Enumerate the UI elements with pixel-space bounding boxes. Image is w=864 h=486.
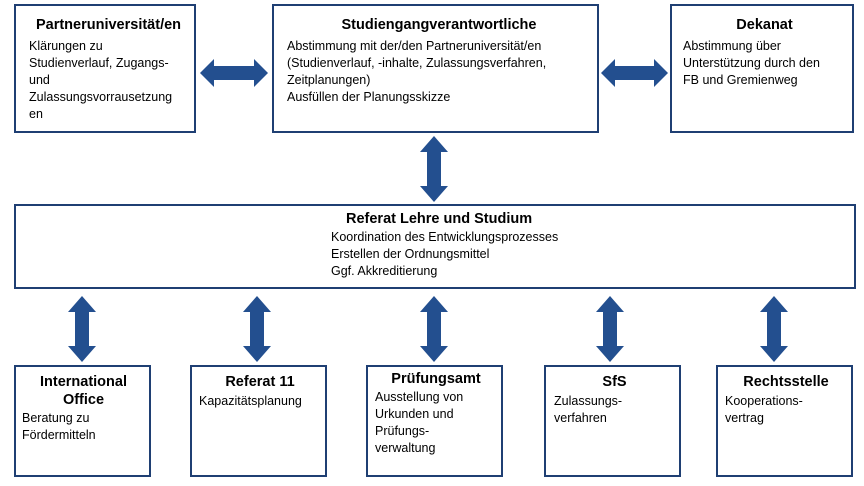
text-line: Studienverlauf, Zugangs- xyxy=(29,56,169,70)
pruefungsamt-title: Prüfungsamt xyxy=(391,371,481,387)
text-line: (Studienverlauf, -inhalte, Zulassungsver… xyxy=(287,56,547,70)
rechtsstelle-box: Rechtsstelle Kooperations- vertrag xyxy=(716,365,853,477)
referat-lehre-studium-title: Referat Lehre und Studium xyxy=(346,211,533,227)
text-line: Prüfungs- xyxy=(375,424,430,438)
partner-university-text: Klärungen zu Studienverlauf, Zugangs- un… xyxy=(29,38,188,123)
text-line: Zulassungsvorrausetzung xyxy=(29,90,173,104)
partner-university-title: Partneruniversität/en xyxy=(35,17,182,33)
arrow-referat-ls-referat11 xyxy=(243,296,271,362)
text-line: Beratung zu xyxy=(22,411,90,425)
text-line: und xyxy=(29,73,50,87)
text-line: Zulassungs- xyxy=(554,394,623,408)
international-office-text: Beratung zu Fördermitteln xyxy=(22,410,145,444)
referat-11-box: Referat 11 Kapazitätsplanung xyxy=(190,365,327,477)
title-line: International xyxy=(39,374,127,390)
international-office-box: International Office Beratung zu Förderm… xyxy=(14,365,151,477)
studiengang-title: Studiengangverantwortliche xyxy=(341,17,537,33)
referat-lehre-studium-box: Referat Lehre und Studium Koordination d… xyxy=(14,204,856,289)
text-line: FB und Gremienweg xyxy=(683,73,798,87)
arrow-partner-studiengang xyxy=(200,59,268,87)
arrow-referat-ls-international xyxy=(68,296,96,362)
text-line: Zeitplanungen) xyxy=(287,73,371,87)
studiengang-box: Studiengangverantwortliche Abstimmung mi… xyxy=(272,4,599,133)
text-line: Kooperations- xyxy=(725,394,803,408)
sfs-title: SfS xyxy=(602,374,627,390)
title-line: Office xyxy=(62,392,105,408)
text-line: Abstimmung über xyxy=(683,39,781,53)
text-line: Abstimmung mit der/den Partneruniversitä… xyxy=(287,39,542,53)
rechtsstelle-title: Rechtsstelle xyxy=(743,374,829,390)
arrow-referat-ls-pruefungsamt xyxy=(420,296,448,362)
text-line: Urkunden und xyxy=(375,407,454,421)
referat-11-title: Referat 11 xyxy=(225,374,295,390)
text-line: Koordination des Entwicklungsprozesses xyxy=(331,230,559,244)
dekanat-box: Dekanat Abstimmung über Unterstützung du… xyxy=(670,4,854,133)
text-line: verwaltung xyxy=(375,441,436,455)
arrow-studiengang-dekanat xyxy=(601,59,668,87)
text-line: vertrag xyxy=(725,411,764,425)
text-line: Erstellen der Ordnungsmittel xyxy=(331,247,490,261)
arrow-studiengang-referat-ls xyxy=(420,136,448,202)
text-line: Kapazitätsplanung xyxy=(199,394,302,408)
studiengang-text: Abstimmung mit der/den Partneruniversitä… xyxy=(287,38,591,106)
pruefungsamt-box: Prüfungsamt Ausstellung von Urkunden und… xyxy=(366,365,503,477)
sfs-box: SfS Zulassungs- verfahren xyxy=(544,365,681,477)
dekanat-text: Abstimmung über Unterstützung durch den … xyxy=(683,38,846,89)
text-line: en xyxy=(29,107,43,121)
text-line: Unterstützung durch den xyxy=(683,56,820,70)
text-line: Klärungen zu xyxy=(29,39,103,53)
sfs-text: Zulassungs- verfahren xyxy=(554,393,675,427)
international-office-title: International Office xyxy=(22,373,145,409)
referat-lehre-studium-text: Koordination des Entwicklungsprozesses E… xyxy=(331,229,848,280)
arrow-referat-ls-rechtsstelle xyxy=(760,296,788,362)
partner-university-box: Partneruniversität/en Klärungen zu Studi… xyxy=(14,4,196,133)
arrow-referat-ls-sfs xyxy=(596,296,624,362)
text-line: Fördermitteln xyxy=(22,428,96,442)
pruefungsamt-text: Ausstellung von Urkunden und Prüfungs- v… xyxy=(375,389,497,457)
dekanat-title: Dekanat xyxy=(736,17,793,33)
text-line: Ausstellung von xyxy=(375,390,464,404)
text-line: Ausfüllen der Planungsskizze xyxy=(287,90,451,104)
text-line: verfahren xyxy=(554,411,607,425)
referat-11-text: Kapazitätsplanung xyxy=(199,393,321,410)
text-line: Ggf. Akkreditierung xyxy=(331,264,438,278)
rechtsstelle-text: Kooperations- vertrag xyxy=(725,393,847,427)
